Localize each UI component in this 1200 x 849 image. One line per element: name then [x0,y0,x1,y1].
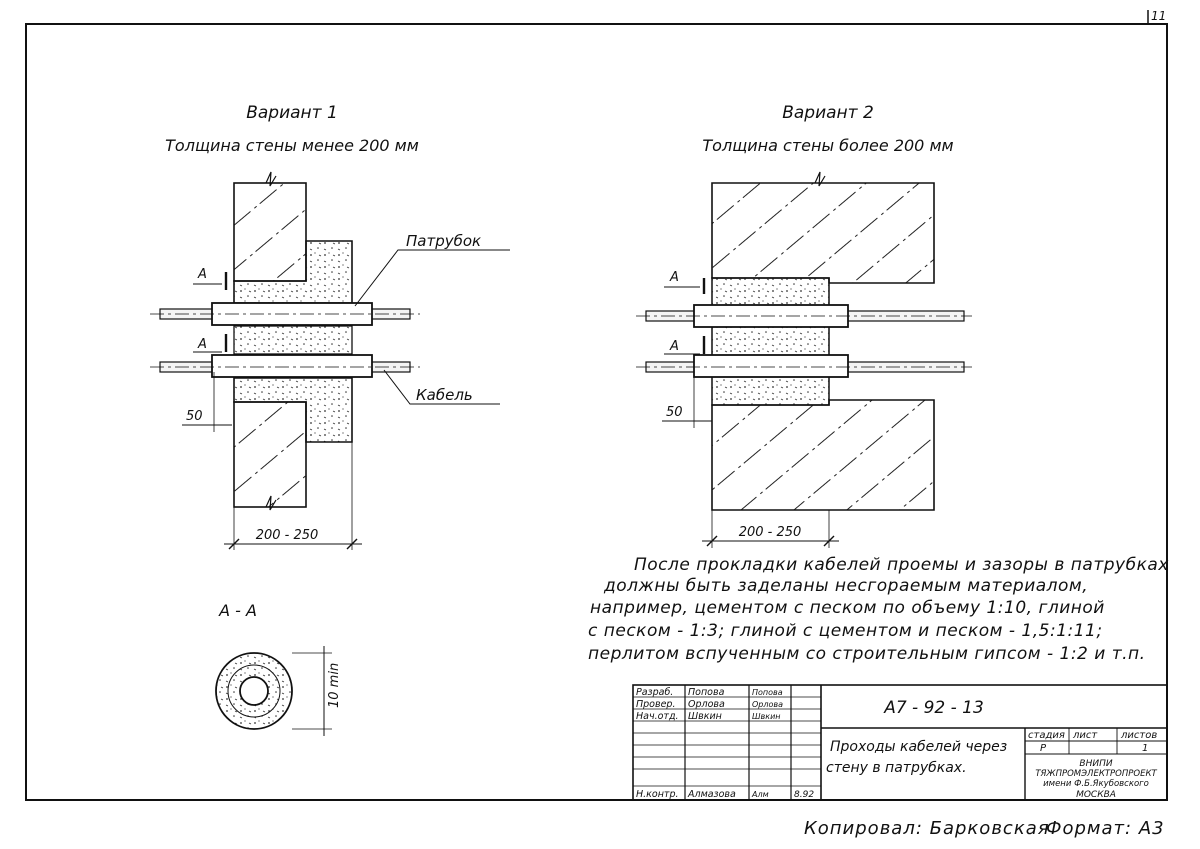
sig-name-1: Попова [688,687,725,698]
org-line-3: имени Ф.Б.Якубовского [1043,779,1149,789]
note-line-2: должны быть заделаны несгораемым материа… [603,576,1088,596]
svg-text:А: А [197,337,207,352]
variant1-label-cable: Кабель [416,386,473,404]
svg-text:А: А [669,339,679,354]
sig-sign-3: Швкин [752,712,781,721]
section-dim-label: 10 min [327,663,342,708]
title-block-text: Разраб. Попова Попова Провер. Орлова Орл… [636,687,1157,800]
sig-sign-4: Алм [751,790,769,799]
variant2-title: Вариант 2 [782,103,874,123]
construction-note: После прокладки кабелей проемы и зазоры … [588,555,1169,664]
col-sheets: листов [1120,730,1157,741]
org-line-2: ТЯЖПРОМЭЛЕКТРОПРОЕКТ [1035,769,1157,779]
sig-name-4: Алмазова [687,789,736,800]
section-aa: А - А 10 min [215,601,342,736]
svg-text:А: А [197,267,207,282]
col-stage: стадия [1028,730,1065,741]
sheet-number-box: 11 [1147,9,1166,24]
variant2-dim-50: 50 [666,405,683,420]
sheet-number: 11 [1151,9,1166,23]
variant1-title: Вариант 1 [246,103,338,123]
variant1-label-sleeve: Патрубок [406,232,481,250]
variant2-subtitle: Толщина стены более 200 мм [702,136,953,155]
section-title: А - А [218,601,257,620]
doc-code: А7 - 92 - 13 [883,698,984,718]
note-line-3: например, цементом с песком по объему 1:… [590,598,1105,618]
note-line-5: перлитом вспученным со строительным гипс… [588,644,1146,664]
variant2-drawing: Вариант 2 Толщина стены более 200 мм А А… [636,103,972,548]
doc-title-line-1: Проходы кабелей через [830,739,1007,755]
title-block [632,684,1168,801]
sig-date-4: 8.92 [794,790,814,800]
sig-role-1: Разраб. [636,687,673,698]
variant1-drawing: Вариант 1 Толщина стены менее 200 мм А А… [150,103,510,550]
sheet-frame [25,23,1168,801]
col-sheet: лист [1072,730,1098,741]
sheet-format: Формат: А3 [1046,818,1165,839]
note-line-1: После прокладки кабелей проемы и зазоры … [634,555,1169,575]
sig-name-2: Орлова [688,699,725,710]
sig-role-4: Н.контр. [636,789,679,800]
copied-by: Копировал: Барковская [804,818,1050,839]
variant2-dim-width: 200 - 250 [739,525,802,540]
stage-value: Р [1040,743,1047,754]
org-line-4: МОСКВА [1076,790,1116,800]
sig-role-2: Провер. [636,699,675,710]
sig-role-3: Нач.отд. [636,711,679,722]
variant1-dim-50: 50 [186,409,203,424]
svg-text:А: А [669,270,679,285]
variant1-dim-width: 200 - 250 [256,528,319,543]
sig-sign-2: Орлова [752,700,783,709]
org-line-1: ВНИПИ [1079,759,1112,769]
sheets-value: 1 [1142,743,1148,754]
doc-title-line-2: стену в патрубках. [826,760,967,776]
variant1-subtitle: Толщина стены менее 200 мм [165,136,419,155]
sig-sign-1: Попова [752,688,783,697]
note-line-4: с песком - 1:3; глиной с цементом и песк… [588,621,1103,641]
sig-name-3: Швкин [688,711,722,722]
